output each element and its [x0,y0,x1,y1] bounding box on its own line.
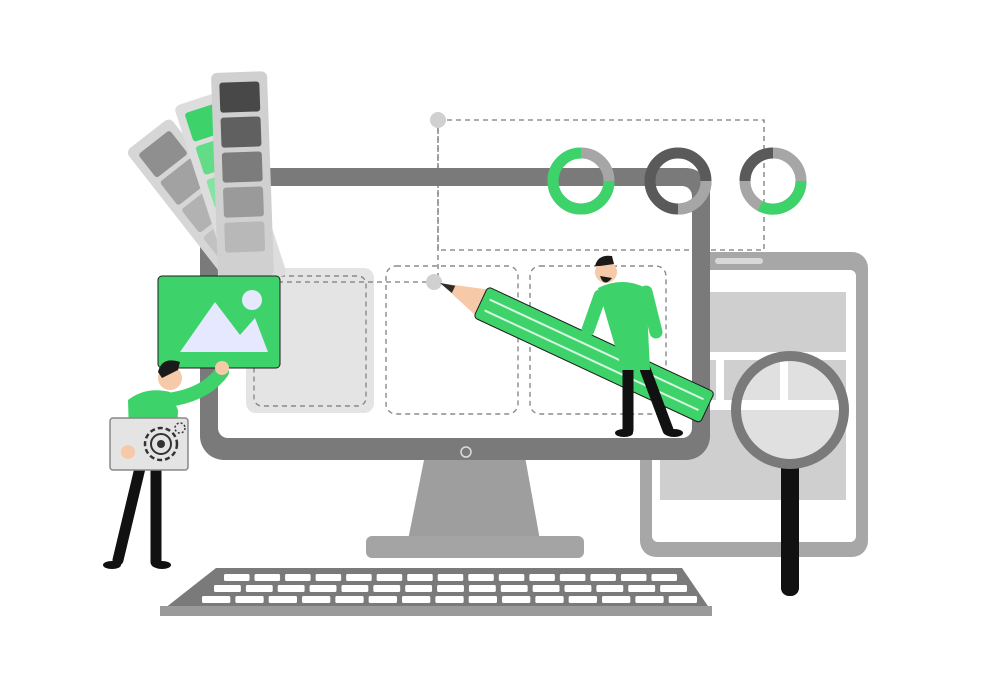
keyboard-key [532,585,560,592]
keyboard-key [620,574,647,581]
donut-chart-icon [547,147,807,215]
donut-2 [644,147,712,215]
keyboard-key [635,596,664,603]
keyboard-key [245,585,273,592]
keyboard-key [596,585,624,592]
keyboard-key [535,596,564,603]
keyboard-key [376,574,403,581]
keyboard-key [437,585,464,592]
keyboard-key [285,574,311,581]
keyboard-key [235,596,264,603]
keyboard-key [628,585,656,592]
donut-3 [739,147,807,215]
keyboard-key [346,574,372,581]
keyboard-key [224,574,250,581]
keyboard-icon [160,568,712,616]
keyboard-key [498,574,525,581]
keyboard-key [668,596,697,603]
keyboard-key [214,585,241,592]
keyboard-key [568,596,597,603]
magnifier-icon [731,351,849,596]
keyboard-key [529,574,555,581]
keyboard-key [254,574,281,581]
keyboard-key [468,574,494,581]
image-icon [157,275,281,369]
person-right [581,255,683,437]
keyboard-key [405,585,433,592]
keyboard-key [468,596,497,603]
keyboard-key [500,585,528,592]
keyboard-key [277,585,305,592]
keyboard-key [437,574,464,581]
keyboard-key [651,574,677,581]
gear-icon [109,417,189,471]
keyboard-key [502,596,531,603]
keyboard-key [302,596,331,603]
keyboard-key [468,585,496,592]
keyboard-key [559,574,586,581]
keyboard-key [373,585,401,592]
keyboard-key [564,585,592,592]
keyboard-key [435,596,464,603]
keyboard-key [590,574,616,581]
keyboard-key [268,596,297,603]
keyboard-key [660,585,687,592]
keyboard-key [309,585,337,592]
keyboard-key [602,596,631,603]
keyboard-key [202,596,231,603]
color-swatch-icon [127,71,286,299]
keyboard-key [407,574,433,581]
selection-guides [260,112,765,290]
keyboard-key [402,596,431,603]
keyboard-key [315,574,342,581]
keyboard-key [341,585,369,592]
donut-1 [547,147,615,215]
keyboard-key [368,596,397,603]
keyboard-key [335,596,364,603]
